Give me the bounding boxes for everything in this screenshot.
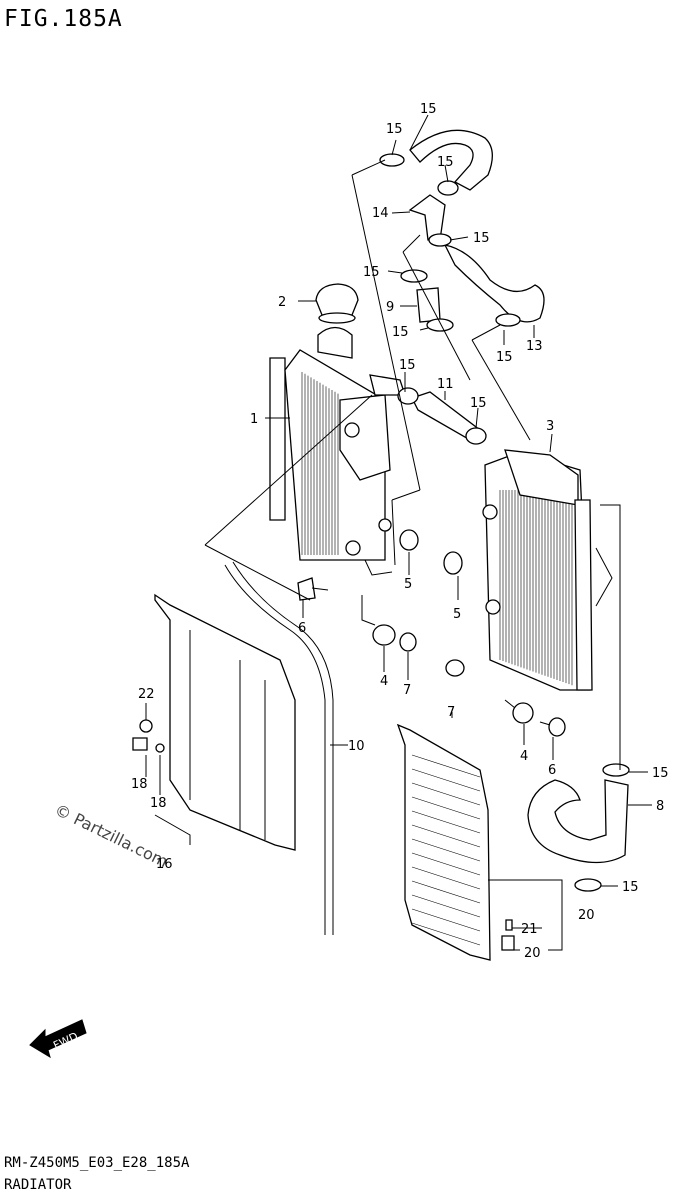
callout-15-a: 15 [386,122,403,137]
figure-title: FIG.185A [4,6,123,32]
footer-name: RADIATOR [4,1177,72,1193]
callout-7-b: 7 [447,705,455,720]
callout-11: 11 [437,377,454,392]
left-shroud [154,593,296,851]
left-radiator [269,326,406,561]
callout-15-e: 15 [392,325,409,340]
callout-15-f: 15 [496,350,513,365]
callout-19: 20 [578,908,595,923]
callout-20: 20 [524,946,541,961]
hose-13 [409,129,493,191]
callout-16: 16 [156,857,173,872]
fwd-arrow-icon: FWD [29,1019,87,1059]
fin-line [411,838,481,862]
fin-line [411,880,481,904]
callout-15-g: 15 [399,358,416,373]
callout-5-a: 5 [404,577,412,592]
callout-15-j: 15 [622,880,639,895]
fin-line [411,852,481,876]
callout-labels: 15 15 15 14 15 15 2 9 15 15 13 15 11 15 … [131,102,669,961]
fin-line [411,796,481,820]
hose-8 [527,779,629,864]
fin-line [411,782,481,806]
callout-3: 3 [546,419,554,434]
callout-2: 2 [278,295,286,310]
right-radiator [482,449,593,691]
callout-9: 9 [386,300,394,315]
fin-line [411,754,481,778]
leader-lines [145,114,652,951]
callout-22: 22 [138,687,155,702]
callout-15-c: 15 [473,231,490,246]
callout-17: 18 [131,777,148,792]
callout-18: 18 [150,796,167,811]
fin-line [411,866,481,890]
hose-12 [443,244,545,323]
fin-line [411,894,481,918]
callout-5-b: 5 [453,607,461,622]
callout-10: 10 [348,739,365,754]
callout-4-a: 4 [380,674,388,689]
small-parts [132,529,566,951]
callout-15-d: 15 [363,265,380,280]
overflow-tube-10 [224,561,334,935]
callout-14: 14 [372,206,389,221]
radiator-cap [315,283,359,324]
callout-13: 15 [420,102,437,117]
callout-15-b: 15 [437,155,454,170]
clamps [379,153,630,892]
callout-1: 1 [250,412,258,427]
fin-line [411,824,481,848]
callout-15-i: 15 [652,766,669,781]
callout-6-a: 6 [298,621,306,636]
pipe-14 [408,194,446,241]
fin-line [411,810,481,834]
callout-8: 8 [656,799,664,814]
callout-12: 13 [526,339,543,354]
callout-6-b: 6 [548,763,556,778]
footer-code: RM-Z450M5_E03_E28_185A [4,1155,190,1171]
right-shroud [396,723,491,961]
fin-line [411,768,481,792]
callout-15-h: 15 [470,396,487,411]
fin-line [411,908,481,932]
callout-21: 21 [521,922,538,937]
callout-4-b: 4 [520,749,528,764]
fin-line [411,922,481,946]
callout-7-a: 7 [403,683,411,698]
